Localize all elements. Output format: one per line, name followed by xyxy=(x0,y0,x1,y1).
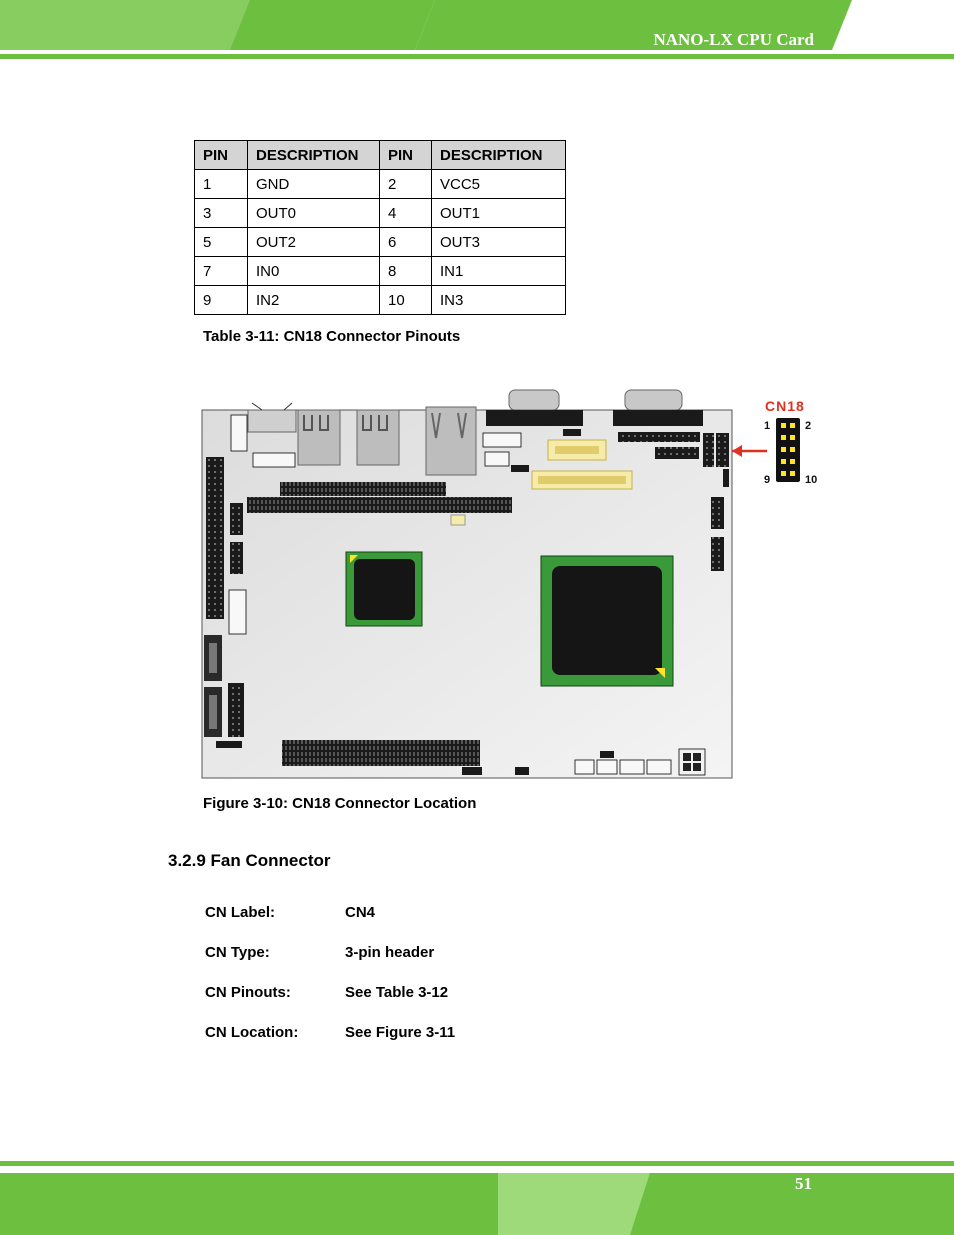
table-row: 7 IN0 8 IN1 xyxy=(194,256,566,286)
cn18-pinout-table: PIN DESCRIPTION PIN DESCRIPTION 1 GND 2 … xyxy=(194,140,566,315)
table-cell: 7 xyxy=(194,256,248,286)
table-cell: GND xyxy=(247,169,380,199)
table-cell: OUT0 xyxy=(247,198,380,228)
document-title: NANO-LX CPU Card xyxy=(653,30,814,49)
table-row: 1 GND 2 VCC5 xyxy=(194,169,566,199)
table-row: 5 OUT2 6 OUT3 xyxy=(194,227,566,257)
table-row: 9 IN2 10 IN3 xyxy=(194,285,566,315)
figure-caption: Figure 3-10: CN18 Connector Location xyxy=(203,795,477,812)
table-cell: OUT2 xyxy=(247,227,380,257)
info-label: CN Label: xyxy=(205,904,276,921)
table-header-cell: DESCRIPTION xyxy=(247,140,380,170)
table-cell: IN3 xyxy=(431,285,566,315)
info-value: See Table 3-12 xyxy=(345,984,449,1001)
table-cell: 4 xyxy=(379,198,432,228)
pin-label-1: 1 xyxy=(764,420,770,432)
table-cell: 10 xyxy=(379,285,432,315)
info-value: See Figure 3-11 xyxy=(345,1024,456,1041)
table-header-cell: DESCRIPTION xyxy=(431,140,566,170)
table-cell: IN1 xyxy=(431,256,566,286)
pin-label-10: 10 xyxy=(805,474,817,486)
info-value: CN4 xyxy=(345,904,376,921)
table-cell: OUT1 xyxy=(431,198,566,228)
pin-label-2: 2 xyxy=(805,420,811,432)
table-cell: 8 xyxy=(379,256,432,286)
table-cell: 1 xyxy=(194,169,248,199)
page-number: 51 xyxy=(795,1174,812,1193)
info-label: CN Type: xyxy=(205,944,270,961)
table-header-row: PIN DESCRIPTION PIN DESCRIPTION xyxy=(194,140,566,170)
table-row: 3 OUT0 4 OUT1 xyxy=(194,198,566,228)
table-caption: Table 3-11: CN18 Connector Pinouts xyxy=(203,328,461,345)
table-header-cell: PIN xyxy=(194,140,248,170)
table-cell: 5 xyxy=(194,227,248,257)
pin-label-9: 9 xyxy=(764,474,770,486)
table-cell: 2 xyxy=(379,169,432,199)
info-label: CN Location: xyxy=(205,1024,299,1041)
table-cell: VCC5 xyxy=(431,169,566,199)
page-header-banner xyxy=(0,0,954,59)
board-diagram: CN18 1 2 9 10 xyxy=(201,389,817,779)
table-cell: 9 xyxy=(194,285,248,315)
cn18-callout-label: CN18 xyxy=(765,398,805,414)
table-cell: IN2 xyxy=(247,285,380,315)
table-header-cell: PIN xyxy=(379,140,432,170)
info-value: 3-pin header xyxy=(345,944,435,961)
table-cell: 6 xyxy=(379,227,432,257)
section-heading: 3.2.9 Fan Connector xyxy=(168,851,331,870)
table-cell: OUT3 xyxy=(431,227,566,257)
table-cell: 3 xyxy=(194,198,248,228)
page-footer-banner xyxy=(0,1161,954,1235)
info-label: CN Pinouts: xyxy=(205,984,291,1001)
table-cell: IN0 xyxy=(247,256,380,286)
